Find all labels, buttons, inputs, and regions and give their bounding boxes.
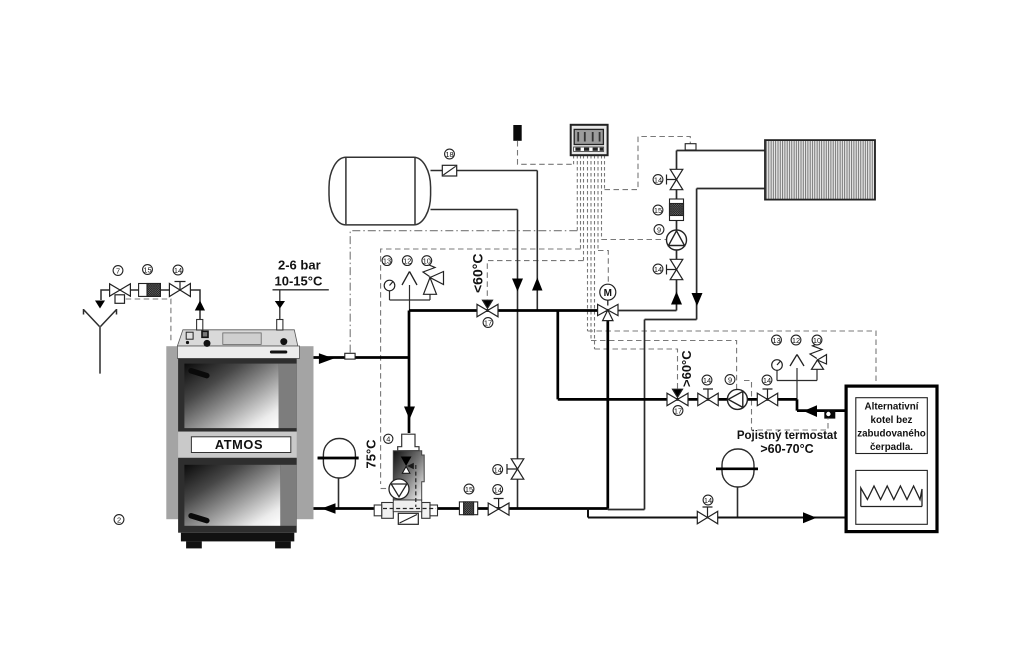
svg-text:15: 15 [465, 485, 473, 494]
svg-text:17: 17 [674, 406, 682, 415]
svg-text:14: 14 [174, 266, 182, 275]
svg-text:13: 13 [772, 336, 780, 345]
svg-text:Pojistný termostat: Pojistný termostat [737, 430, 837, 442]
svg-text:17: 17 [484, 318, 492, 327]
svg-text:9: 9 [728, 375, 732, 384]
svg-text:14: 14 [763, 376, 771, 385]
svg-text:12: 12 [792, 336, 800, 345]
svg-text:<60°C: <60°C [470, 254, 486, 293]
svg-text:14: 14 [703, 376, 711, 385]
svg-text:75°C: 75°C [364, 439, 379, 469]
svg-text:>60°C: >60°C [679, 350, 694, 387]
svg-text:čerpadla.: čerpadla. [870, 442, 913, 453]
svg-text:14: 14 [654, 265, 662, 274]
svg-text:14: 14 [494, 485, 502, 494]
svg-text:ATMOS: ATMOS [215, 437, 263, 452]
svg-text:15: 15 [143, 265, 151, 274]
svg-text:zabudovaného: zabudovaného [857, 429, 926, 440]
svg-text:kotel bez: kotel bez [871, 415, 913, 426]
svg-text:13: 13 [383, 256, 391, 265]
svg-text:2: 2 [117, 515, 121, 524]
svg-text:4: 4 [386, 434, 390, 443]
svg-text:14: 14 [704, 496, 712, 505]
svg-text:18: 18 [445, 150, 453, 159]
svg-text:2-6 bar: 2-6 bar [278, 258, 321, 273]
svg-text:M: M [604, 288, 612, 299]
svg-text:9: 9 [657, 225, 661, 234]
svg-text:12: 12 [403, 256, 411, 265]
svg-text:10: 10 [813, 336, 821, 345]
svg-text:7: 7 [116, 266, 120, 275]
svg-text:14: 14 [494, 465, 502, 474]
svg-text:Alternativní: Alternativní [865, 402, 919, 413]
svg-text:10: 10 [423, 256, 431, 265]
svg-text:15: 15 [654, 206, 662, 215]
svg-text:>60-70°C: >60-70°C [760, 442, 813, 456]
svg-text:10-15°C: 10-15°C [275, 274, 323, 289]
svg-text:14: 14 [654, 175, 662, 184]
